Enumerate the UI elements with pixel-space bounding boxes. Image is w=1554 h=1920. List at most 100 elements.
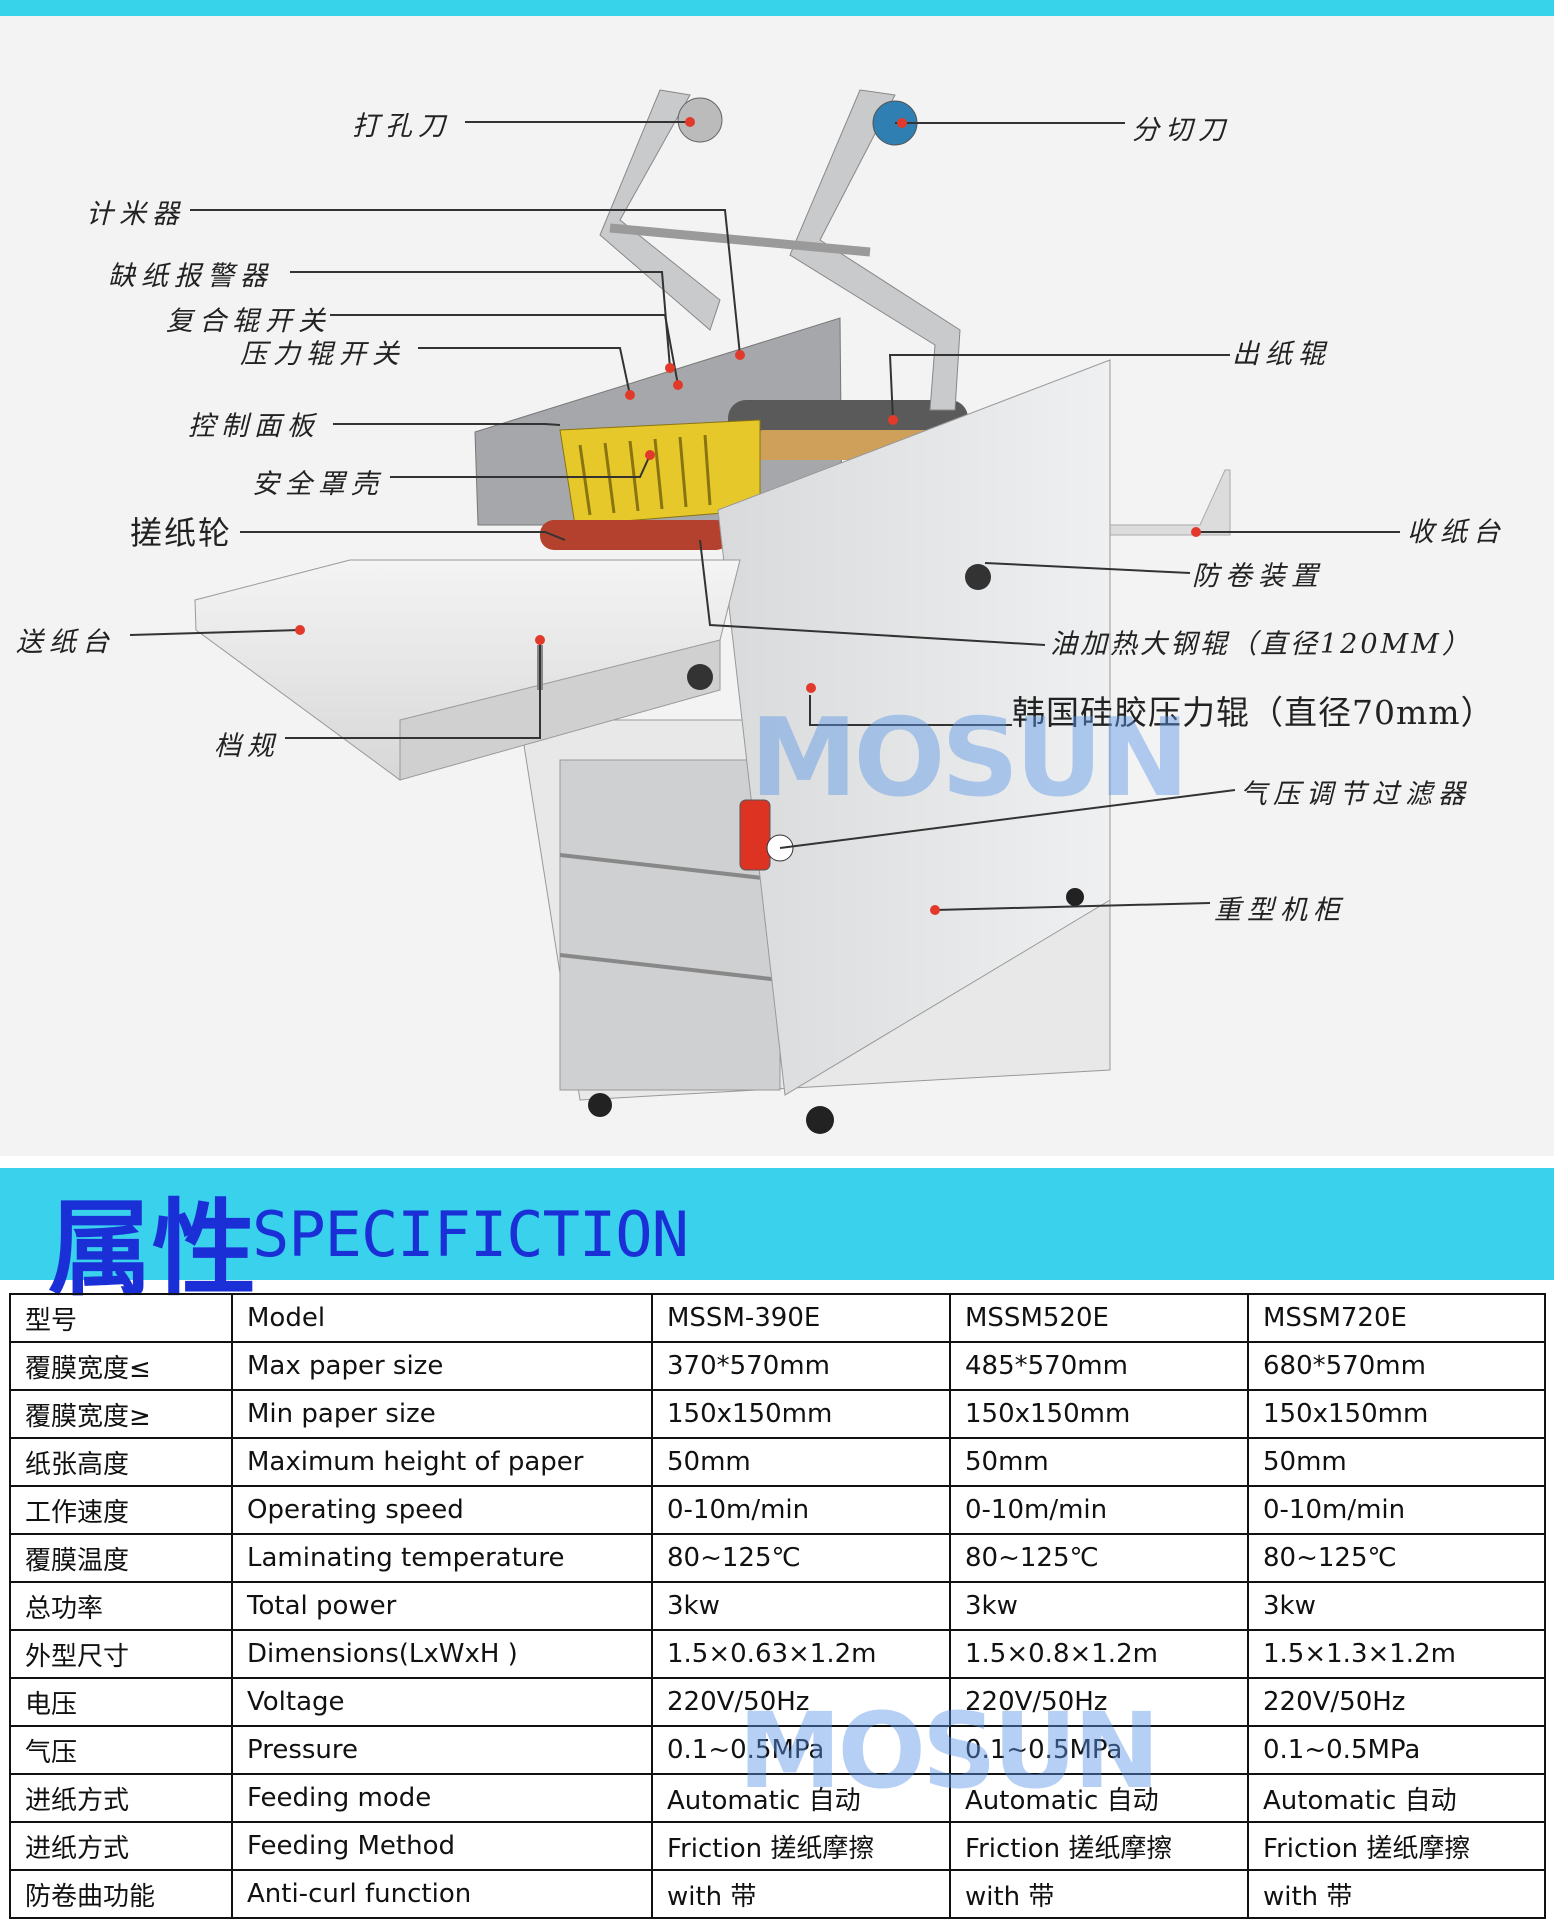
product-photo: 打孔刀 分切刀 计米器 缺纸报警器 复合辊开关 压力辊开关 出纸辊 控制面板 安… bbox=[0, 16, 1554, 1156]
table-cell: Feeding mode bbox=[231, 1773, 653, 1823]
table-cell: Friction 搓纸摩擦 bbox=[651, 1821, 951, 1871]
table-cell: 485*570mm bbox=[949, 1341, 1249, 1391]
watermark-logo-table: MOSUN bbox=[738, 1690, 1160, 1812]
table-cell: MSSM-390E bbox=[651, 1293, 951, 1343]
table-cell: Anti-curl function bbox=[231, 1869, 653, 1919]
table-cell: with 带 bbox=[651, 1869, 951, 1919]
table-cell: Pressure bbox=[231, 1725, 653, 1775]
table-cell: 总功率 bbox=[9, 1581, 233, 1631]
table-cell: 50mm bbox=[651, 1437, 951, 1487]
table-cell: 覆膜温度 bbox=[9, 1533, 233, 1583]
callout-paper-alarm: 缺纸报警器 bbox=[108, 261, 273, 292]
table-cell: Min paper size bbox=[231, 1389, 653, 1439]
table-cell: 进纸方式 bbox=[9, 1821, 233, 1871]
table-cell: Feeding Method bbox=[231, 1821, 653, 1871]
table-cell: 1.5×1.3×1.2m bbox=[1247, 1629, 1546, 1679]
callout-steel-roller: 油加热大钢辊（直径120MM） bbox=[1050, 629, 1472, 660]
table-cell: 3kw bbox=[949, 1581, 1249, 1631]
table-cell: Automatic 自动 bbox=[651, 1773, 951, 1823]
table-cell: 150x150mm bbox=[651, 1389, 951, 1439]
table-cell: Automatic 自动 bbox=[949, 1773, 1249, 1823]
table-cell: with 带 bbox=[949, 1869, 1249, 1919]
callout-cabinet: 重型机柜 bbox=[1214, 895, 1346, 926]
table-cell: 覆膜宽度≥ bbox=[9, 1389, 233, 1439]
table-cell: 0.1~0.5MPa bbox=[1247, 1725, 1546, 1775]
table-cell: 工作速度 bbox=[9, 1485, 233, 1535]
table-cell: 220V/50Hz bbox=[651, 1677, 951, 1727]
callout-meter: 计米器 bbox=[86, 199, 185, 230]
table-cell: Model bbox=[231, 1293, 653, 1343]
table-cell: MSSM720E bbox=[1247, 1293, 1546, 1343]
laminator-machine-illustration bbox=[129, 89, 1400, 1134]
table-cell: 680*570mm bbox=[1247, 1341, 1546, 1391]
table-cell: 3kw bbox=[1247, 1581, 1546, 1631]
table-cell: 防卷曲功能 bbox=[9, 1869, 233, 1919]
table-cell: Automatic 自动 bbox=[1247, 1773, 1546, 1823]
table-cell: 1.5×0.63×1.2m bbox=[651, 1629, 951, 1679]
table-cell: 220V/50Hz bbox=[1247, 1677, 1546, 1727]
callout-control-panel: 控制面板 bbox=[188, 411, 320, 442]
table-cell: 型号 bbox=[9, 1293, 233, 1343]
spec-header-band bbox=[0, 1168, 1554, 1280]
table-cell: Friction 搓纸摩擦 bbox=[949, 1821, 1249, 1871]
callout-silicone-roller: 韩国硅胶压力辊（直径70mm） bbox=[1012, 693, 1495, 732]
table-cell: 进纸方式 bbox=[9, 1773, 233, 1823]
table-cell: Laminating temperature bbox=[231, 1533, 653, 1583]
table-cell: Friction 搓纸摩擦 bbox=[1247, 1821, 1546, 1871]
table-cell: 80~125℃ bbox=[1247, 1533, 1546, 1583]
table-cell: MSSM520E bbox=[949, 1293, 1249, 1343]
table-cell: Dimensions(LxWxH ) bbox=[231, 1629, 653, 1679]
callout-slitting-knife: 分切刀 bbox=[1132, 115, 1231, 146]
callout-rubbing-wheel: 搓纸轮 bbox=[130, 514, 233, 552]
table-cell: 50mm bbox=[949, 1437, 1249, 1487]
table-cell: 0.1~0.5MPa bbox=[651, 1725, 951, 1775]
callout-safety-cover: 安全罩壳 bbox=[252, 469, 384, 500]
table-cell: Total power bbox=[231, 1581, 653, 1631]
table-cell: 纸张高度 bbox=[9, 1437, 233, 1487]
table-cell: Operating speed bbox=[231, 1485, 653, 1535]
table-cell: 150x150mm bbox=[949, 1389, 1249, 1439]
table-cell: 50mm bbox=[1247, 1437, 1546, 1487]
table-cell: 电压 bbox=[9, 1677, 233, 1727]
callout-laminate-roller-switch: 复合辊开关 bbox=[166, 306, 331, 337]
table-cell: 1.5×0.8×1.2m bbox=[949, 1629, 1249, 1679]
callout-exit-roller: 出纸辊 bbox=[1232, 339, 1331, 370]
callout-paper-guide: 档规 bbox=[214, 731, 280, 762]
spec-title-en: SPECIFICTION bbox=[252, 1198, 689, 1271]
callout-punch-knife: 打孔刀 bbox=[352, 111, 451, 142]
table-cell: 3kw bbox=[651, 1581, 951, 1631]
table-cell: 220V/50Hz bbox=[949, 1677, 1249, 1727]
table-cell: Max paper size bbox=[231, 1341, 653, 1391]
table-cell: 0-10m/min bbox=[1247, 1485, 1546, 1535]
spec-title-cn: 属性 bbox=[48, 1187, 257, 1310]
table-cell: Maximum height of paper bbox=[231, 1437, 653, 1487]
table-cell: with 带 bbox=[1247, 1869, 1546, 1919]
table-cell: 0-10m/min bbox=[949, 1485, 1249, 1535]
table-cell: 0-10m/min bbox=[651, 1485, 951, 1535]
table-cell: 370*570mm bbox=[651, 1341, 951, 1391]
table-cell: 气压 bbox=[9, 1725, 233, 1775]
top-accent-bar bbox=[0, 0, 1554, 16]
callout-pressure-roller-switch: 压力辊开关 bbox=[240, 339, 405, 370]
callout-air-filter: 气压调节过滤器 bbox=[1240, 779, 1471, 810]
callout-anti-curl: 防卷装置 bbox=[1192, 561, 1324, 592]
table-cell: 0.1~0.5MPa bbox=[949, 1725, 1249, 1775]
callout-collect-table: 收纸台 bbox=[1407, 517, 1506, 548]
callout-feed-table: 送纸台 bbox=[16, 627, 115, 658]
table-cell: 80~125℃ bbox=[651, 1533, 951, 1583]
